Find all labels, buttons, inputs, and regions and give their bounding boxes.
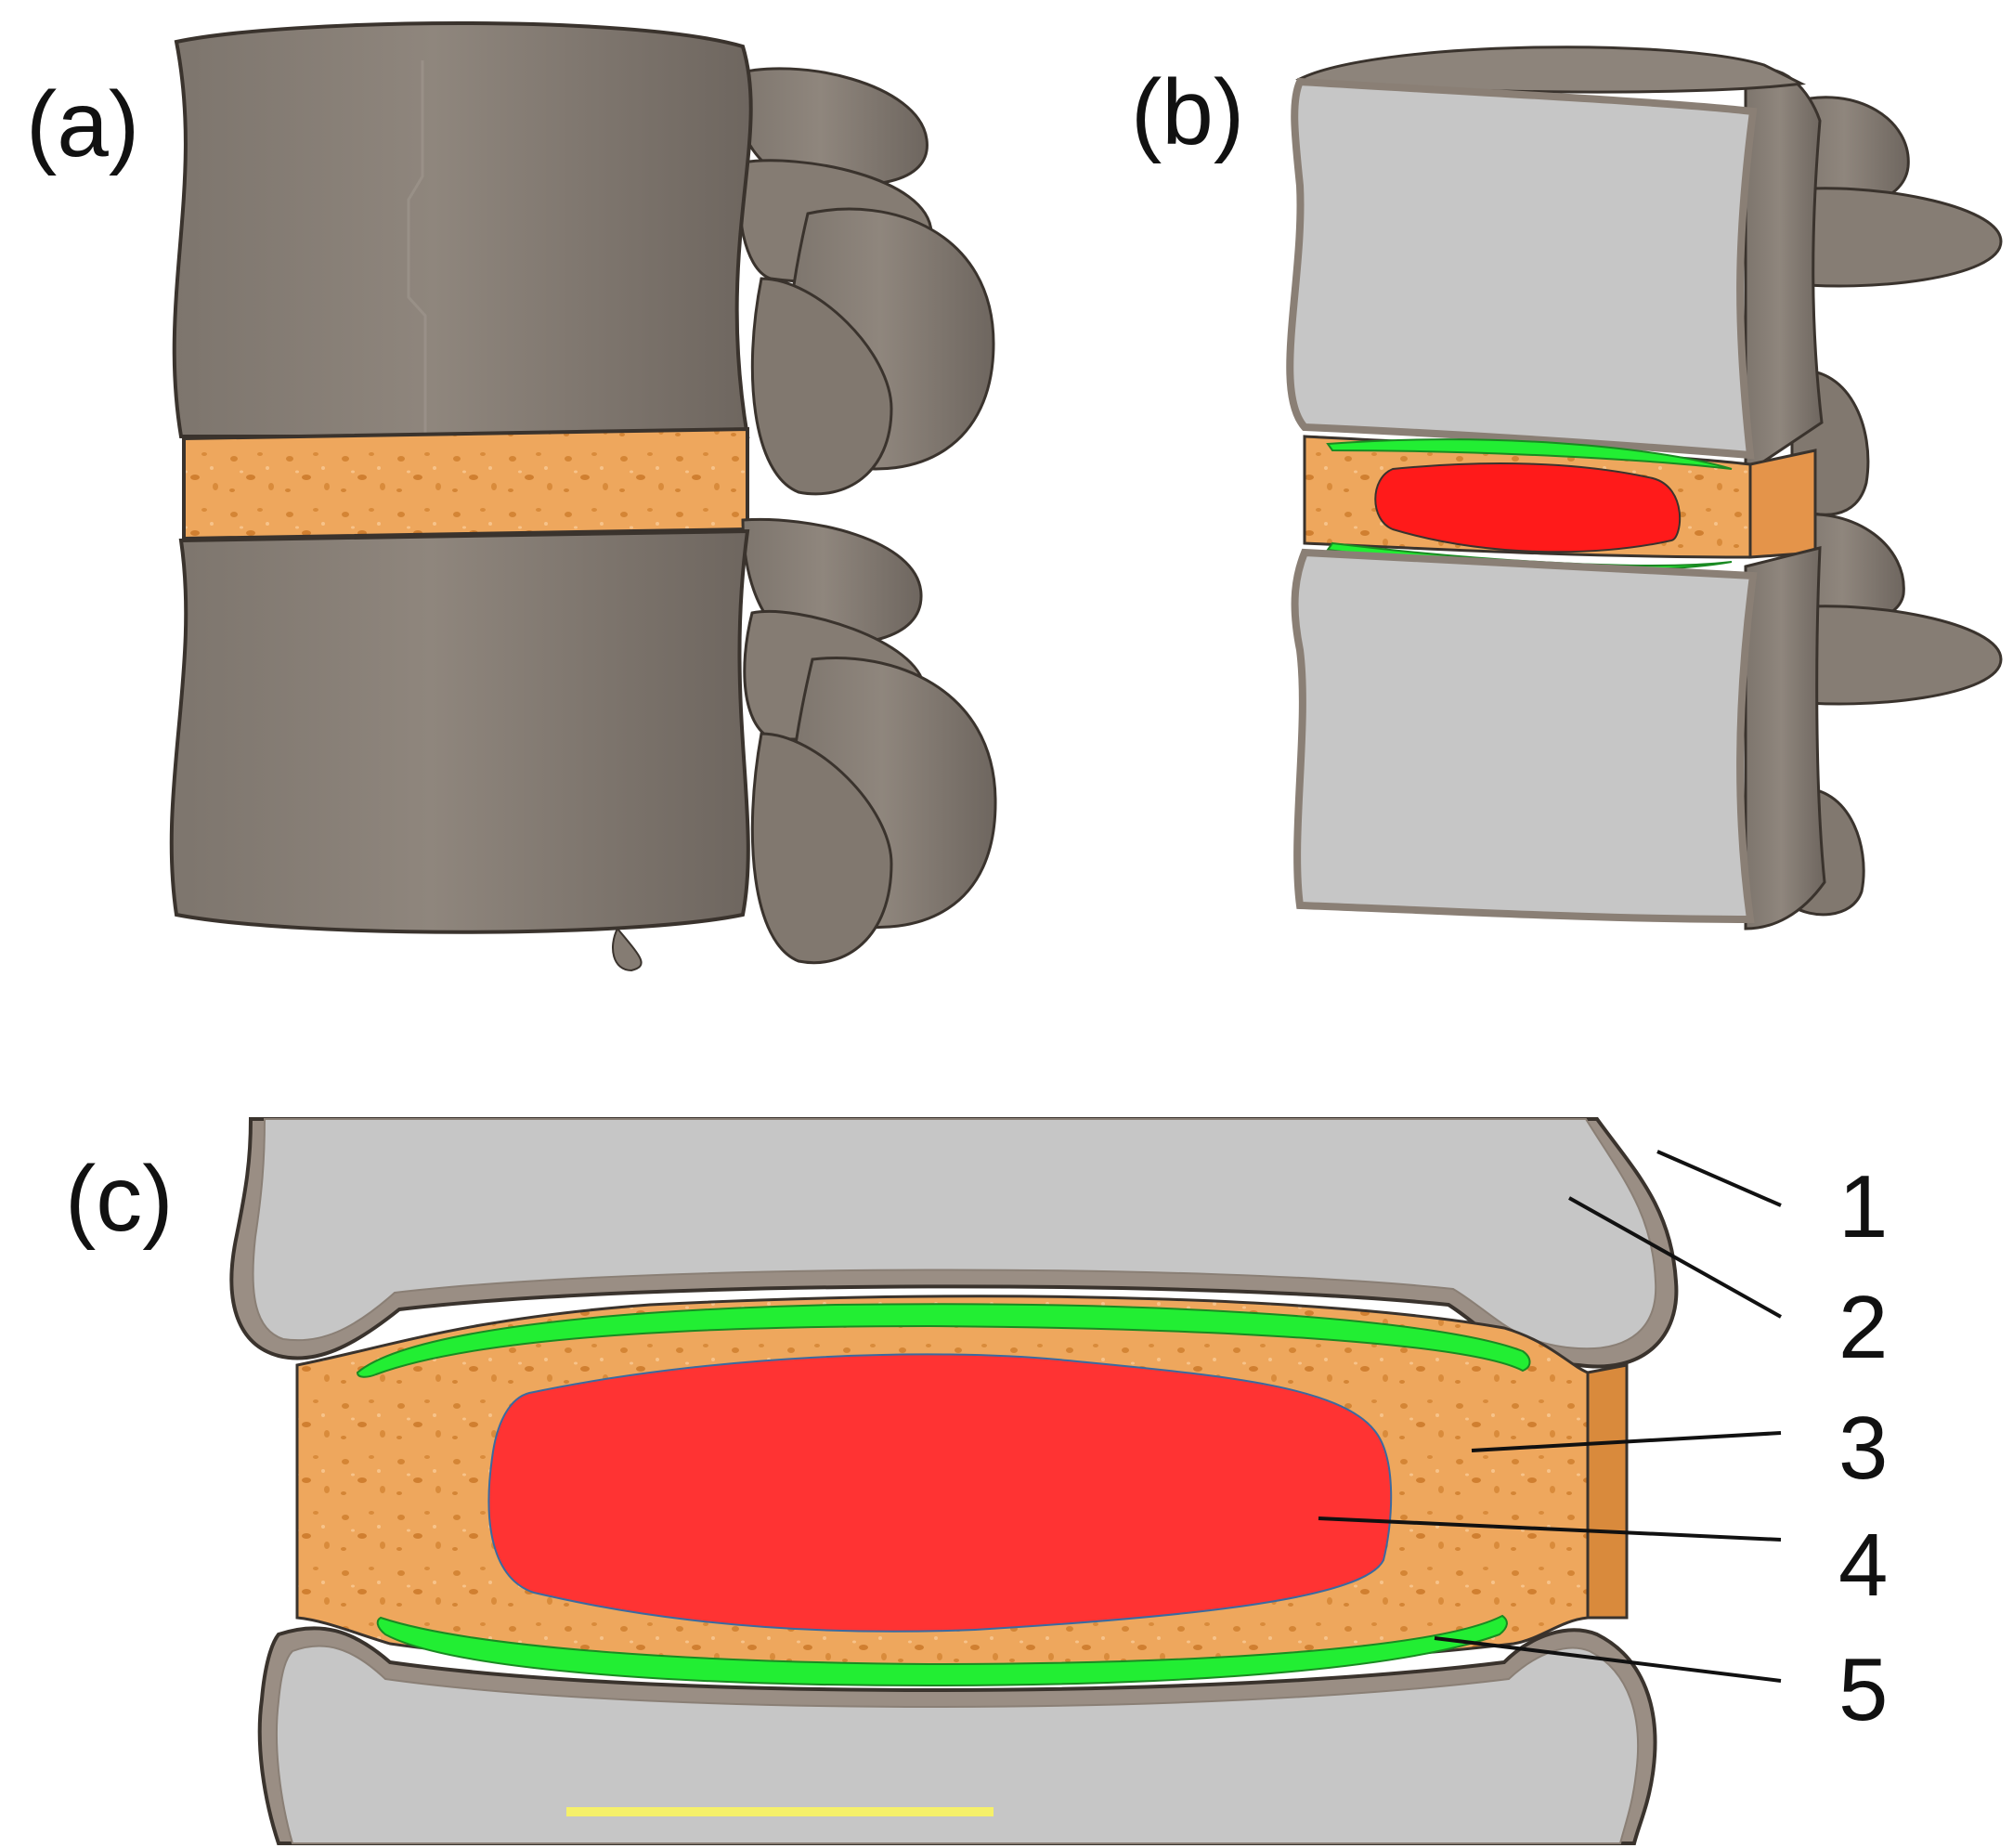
b-disc-section [1303,435,1817,571]
c-lower-vertebra-section [275,1645,1640,1844]
leader-line-4 [1318,1516,1782,1542]
c-upper-vertebra-section [252,1118,1657,1350]
callout-4: 4 [1838,1516,1888,1615]
leader-line-5 [1434,1636,1782,1683]
panel-b-label: (b) [1131,60,1244,164]
c-lower-endplate [376,1614,1508,1687]
callout-5: 5 [1838,1640,1888,1739]
leader-line-3 [1471,1431,1782,1452]
panel-a: (a) [26,21,997,972]
c-upper-endplate [356,1303,1531,1378]
c-leader-lines [1318,1150,1782,1683]
panel-a-label: (a) [26,72,139,176]
c-annulus-side [1586,1363,1629,1620]
panel-b: (b) [1131,46,2003,931]
b-upper-endplate [1326,438,1733,470]
b-upper-body-side [1744,68,1824,476]
callout-3: 3 [1838,1399,1888,1498]
leader-line-2 [1568,1196,1782,1319]
leader-line-1 [1656,1150,1782,1207]
lower-vertebral-body [169,528,750,934]
upper-vertebral-body [172,21,753,438]
b-upper-body-section [1286,77,1758,460]
panel-c-label: (c) [65,1147,174,1251]
c-nucleus [487,1353,1393,1633]
b-lower-body-section [1291,548,1758,924]
upper-posterior-processes [732,67,995,496]
b-nucleus [1374,462,1682,553]
b-lower-body-side [1744,546,1826,931]
panel-c: (c) 1 2 3 4 5 [65,1117,1888,1845]
lower-posterior-processes [741,517,997,965]
callout-2: 2 [1838,1278,1888,1377]
callout-1: 1 [1838,1157,1888,1256]
disc-a [182,426,749,541]
